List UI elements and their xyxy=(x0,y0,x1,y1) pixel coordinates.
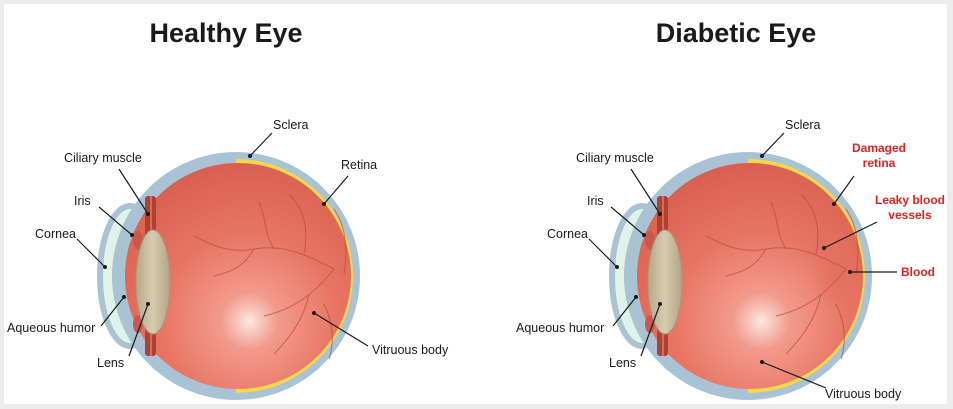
diabetic-iris-top xyxy=(645,231,655,249)
diabetic-label-cornea: Cornea xyxy=(547,227,588,241)
healthy-sclera-leader xyxy=(249,132,273,157)
diabetic-label-leaky-vessels-2: vessels xyxy=(888,208,932,222)
diabetic-label-leaky-vessels-1: Leaky blood xyxy=(875,193,945,207)
healthy-eye-title: Healthy Eye xyxy=(149,18,302,48)
healthy-label-aqueous-humor: Aqueous humor xyxy=(7,321,95,335)
healthy-vitreous xyxy=(125,163,351,389)
diabetic-label-sclera: Sclera xyxy=(785,118,820,132)
diabetic-blood-vessels xyxy=(705,193,859,360)
healthy-label-ciliary-muscle: Ciliary muscle xyxy=(64,151,142,165)
diabetic-label-blood: Blood xyxy=(901,265,935,279)
healthy-label-vitreous-body: Vitruous body xyxy=(372,343,449,357)
healthy-label-cornea: Cornea xyxy=(35,227,76,241)
diabetic-eye-title: Diabetic Eye xyxy=(656,18,817,48)
diabetic-label-vitreous-body: Vitruous body xyxy=(825,387,902,401)
healthy-eye: Healthy Eye xyxy=(7,18,449,400)
healthy-blood-vessels xyxy=(193,193,347,360)
healthy-label-lens: Lens xyxy=(97,356,124,370)
diabetic-label-aqueous-humor: Aqueous humor xyxy=(516,321,604,335)
diabetic-iris-bottom xyxy=(645,315,655,333)
healthy-iris-bottom xyxy=(133,315,143,333)
healthy-label-iris: Iris xyxy=(74,194,91,208)
healthy-label-retina: Retina xyxy=(341,158,377,172)
healthy-label-sclera: Sclera xyxy=(273,118,308,132)
eye-comparison-diagram: Healthy Eye xyxy=(7,18,945,401)
diabetic-label-damaged-retina-1: Damaged xyxy=(852,141,906,155)
diabetic-eye: Diabetic Eye xyxy=(516,18,945,401)
healthy-lens xyxy=(135,229,171,335)
diabetic-vitreous xyxy=(637,163,863,389)
figure-frame: Healthy Eye xyxy=(4,4,947,404)
diabetic-lens xyxy=(647,229,683,335)
diabetic-label-ciliary-muscle: Ciliary muscle xyxy=(576,151,654,165)
diabetic-label-iris: Iris xyxy=(587,194,604,208)
healthy-iris-top xyxy=(133,231,143,249)
diabetic-label-lens: Lens xyxy=(609,356,636,370)
diabetic-label-damaged-retina-2: retina xyxy=(863,156,896,170)
